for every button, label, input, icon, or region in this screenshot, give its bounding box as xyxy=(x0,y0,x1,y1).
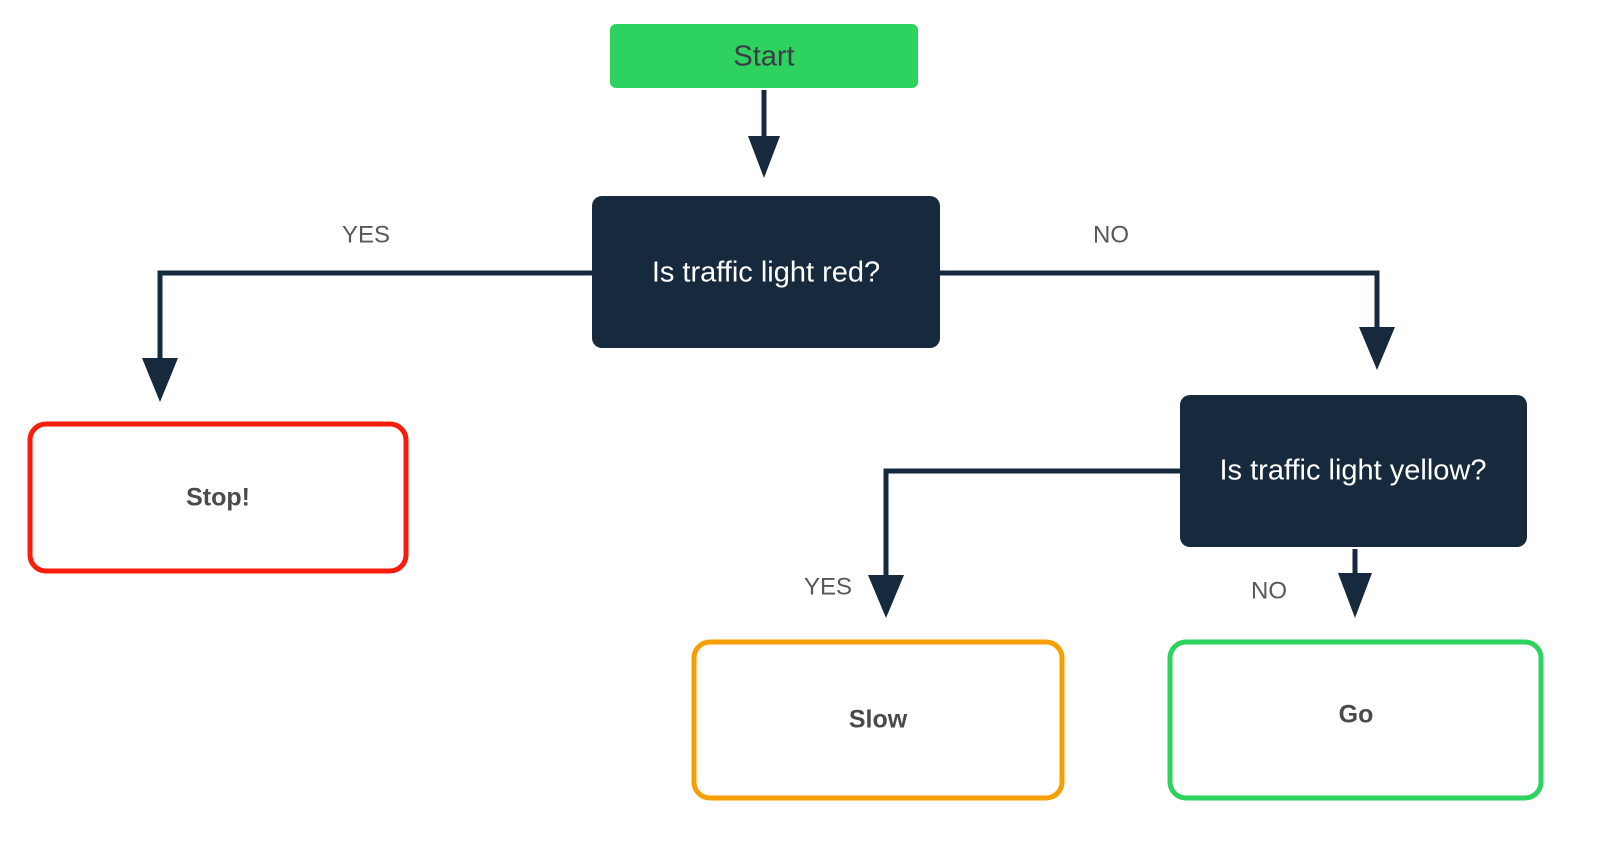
edge-start-to-decision-red xyxy=(748,90,780,178)
arrow-head-icon xyxy=(1359,327,1395,370)
node-decision-yellow-shape xyxy=(1180,395,1527,547)
node-stop-label: Stop! xyxy=(186,484,250,512)
node-decision-yellow[interactable]: Is traffic light yellow? xyxy=(1180,395,1527,547)
edge-label-yes-red: YES xyxy=(342,221,390,248)
node-start-label: Start xyxy=(733,41,794,73)
node-go-label: Go xyxy=(1339,701,1374,729)
node-go[interactable]: Go xyxy=(1167,639,1544,801)
arrow-head-icon xyxy=(748,136,780,178)
edge-decision-red-yes-to-stop xyxy=(142,270,592,402)
arrow-head-icon xyxy=(142,358,178,402)
node-stop-shape xyxy=(27,421,409,574)
node-decision-yellow-label: Is traffic light yellow? xyxy=(1219,455,1486,487)
edge-decision-red-no-to-decision-yellow xyxy=(940,270,1395,370)
edge-label-yes-yellow: YES xyxy=(804,573,852,600)
node-slow-label: Slow xyxy=(849,706,908,734)
node-decision-red[interactable]: Is traffic light red? xyxy=(592,196,940,348)
arrow-head-icon xyxy=(868,575,904,618)
node-slow-shape xyxy=(691,639,1065,801)
edge-label-no-yellow: NO xyxy=(1251,577,1287,604)
node-start[interactable]: Start xyxy=(610,24,918,88)
edge-decision-yellow-no-to-go xyxy=(1338,549,1372,618)
edge-label-no-red: NO xyxy=(1093,221,1129,248)
node-stop[interactable]: Stop! xyxy=(27,421,409,574)
node-go-shape xyxy=(1167,639,1544,801)
node-decision-red-label: Is traffic light red? xyxy=(652,257,880,289)
node-slow[interactable]: Slow xyxy=(691,639,1065,801)
arrow-head-icon xyxy=(1338,573,1372,618)
node-decision-red-shape xyxy=(592,196,940,348)
node-start-shape xyxy=(610,24,918,88)
edge-decision-yellow-yes-to-slow xyxy=(868,468,1180,618)
